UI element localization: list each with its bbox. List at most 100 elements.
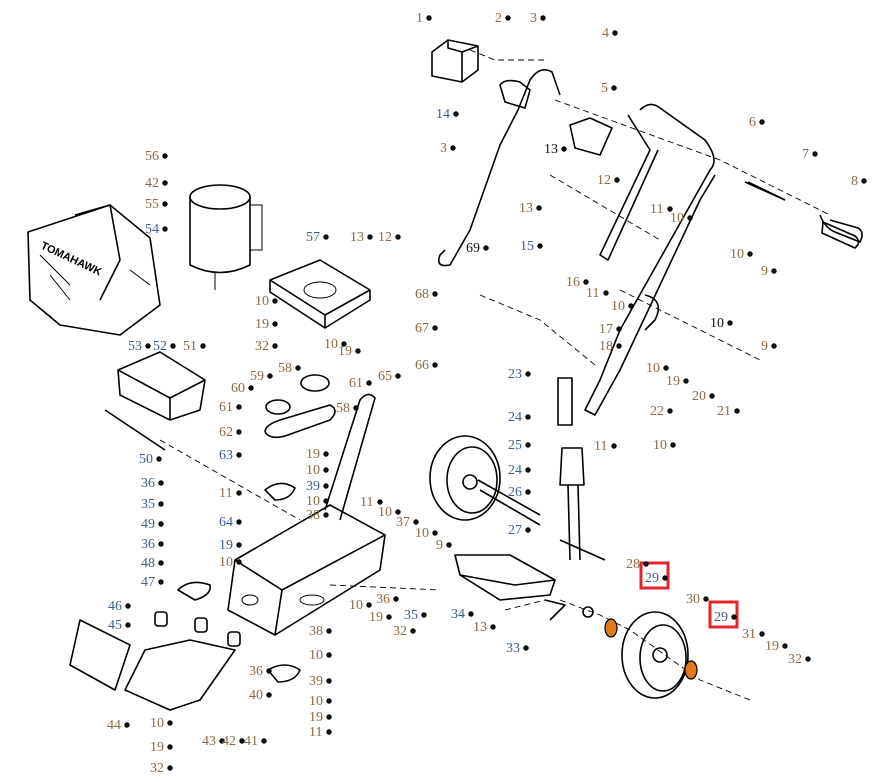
callout-27: 27 [508, 523, 522, 538]
bearing-flange-part [264, 482, 296, 501]
callout-10: 10 [306, 463, 320, 478]
callout-66: 66 [415, 358, 429, 373]
callout-14: 14 [436, 107, 450, 122]
fastener-mark [341, 341, 347, 347]
bearing-flange-part [267, 664, 301, 683]
fastener-mark [236, 542, 242, 548]
callout-64: 64 [219, 515, 233, 530]
fastener-mark [612, 30, 618, 36]
fastener-mark [267, 373, 273, 379]
fastener-mark [525, 414, 531, 420]
callout-63: 63 [219, 448, 233, 463]
callout-35: 35 [141, 497, 155, 512]
fastener-mark [261, 738, 267, 744]
callout-50: 50 [139, 452, 153, 467]
callout-11: 11 [594, 439, 607, 454]
fastener-mark [709, 393, 715, 399]
fastener-mark [505, 15, 511, 21]
callout-4: 4 [602, 26, 609, 41]
fastener-mark [366, 602, 372, 608]
callout-19: 19 [306, 447, 320, 462]
fastener-mark [323, 234, 329, 240]
fastener-mark [583, 279, 589, 285]
fastener-mark [395, 234, 401, 240]
callout-3: 3 [440, 141, 447, 156]
callout-62: 62 [219, 425, 233, 440]
callout-46: 46 [108, 599, 122, 614]
fastener-mark [236, 404, 242, 410]
fastener-mark [812, 151, 818, 157]
fastener-mark [771, 343, 777, 349]
fastener-mark [162, 226, 168, 232]
callout-10: 10 [150, 716, 164, 731]
fastener-mark [158, 480, 164, 486]
fastener-mark [687, 215, 693, 221]
fastener-mark [603, 290, 609, 296]
callout-29: 29 [645, 571, 659, 586]
callout-68: 68 [415, 287, 429, 302]
callout-32: 32 [150, 761, 164, 776]
fastener-mark [272, 321, 278, 327]
callout-11: 11 [219, 486, 232, 501]
callout-26: 26 [508, 485, 522, 500]
pulley-part [300, 374, 330, 392]
callout-10: 10 [710, 316, 724, 331]
fastener-mark [734, 408, 740, 414]
highlight-box [639, 561, 670, 590]
motor-plate-part [269, 259, 371, 329]
callout-10: 10 [646, 361, 660, 376]
fastener-mark [239, 738, 245, 744]
callout-23: 23 [508, 367, 522, 382]
callout-11: 11 [586, 286, 599, 301]
fastener-mark [355, 348, 361, 354]
callout-5: 5 [601, 81, 608, 96]
fastener-mark [377, 499, 383, 505]
fastener-mark [353, 405, 359, 411]
callout-37: 37 [396, 515, 410, 530]
pin-part [747, 181, 786, 201]
fastener-mark [145, 343, 151, 349]
callout-36: 36 [376, 592, 390, 607]
callout-42: 42 [145, 176, 159, 191]
fastener-mark [272, 298, 278, 304]
callout-10: 10 [306, 494, 320, 509]
fastener-mark [611, 443, 617, 449]
callout-10: 10 [670, 211, 684, 226]
callout-19: 19 [150, 740, 164, 755]
fastener-mark [366, 380, 372, 386]
fastener-mark [667, 408, 673, 414]
fastener-mark [200, 343, 206, 349]
callout-13: 13 [473, 620, 487, 635]
callout-6: 6 [749, 115, 756, 130]
motor-part [189, 184, 263, 290]
fastener-mark [525, 467, 531, 473]
callout-45: 45 [108, 618, 122, 633]
fastener-mark [525, 489, 531, 495]
fastener-mark [662, 575, 668, 581]
fastener-mark [125, 603, 131, 609]
callout-10: 10 [415, 526, 429, 541]
fastener-mark [236, 490, 242, 496]
fastener-mark [536, 205, 542, 211]
wheel-part [429, 435, 606, 561]
callout-58: 58 [336, 401, 350, 416]
callout-13: 13 [519, 201, 533, 216]
callout-2: 2 [495, 11, 502, 26]
callout-12: 12 [378, 230, 392, 245]
fastener-mark [158, 541, 164, 547]
callout-9: 9 [436, 538, 443, 553]
fastener-mark [266, 668, 272, 674]
fastener-mark [386, 614, 392, 620]
callout-10: 10 [219, 555, 233, 570]
fastener-mark [158, 521, 164, 527]
axle-rod-part [104, 409, 166, 451]
chassis-part [227, 393, 386, 636]
plate-part [569, 117, 613, 156]
fastener-mark [124, 722, 130, 728]
fastener-mark [236, 452, 242, 458]
fastener-mark [446, 542, 452, 548]
fastener-mark [537, 243, 543, 249]
pulley-part [265, 399, 291, 415]
fastener-mark [162, 153, 168, 159]
